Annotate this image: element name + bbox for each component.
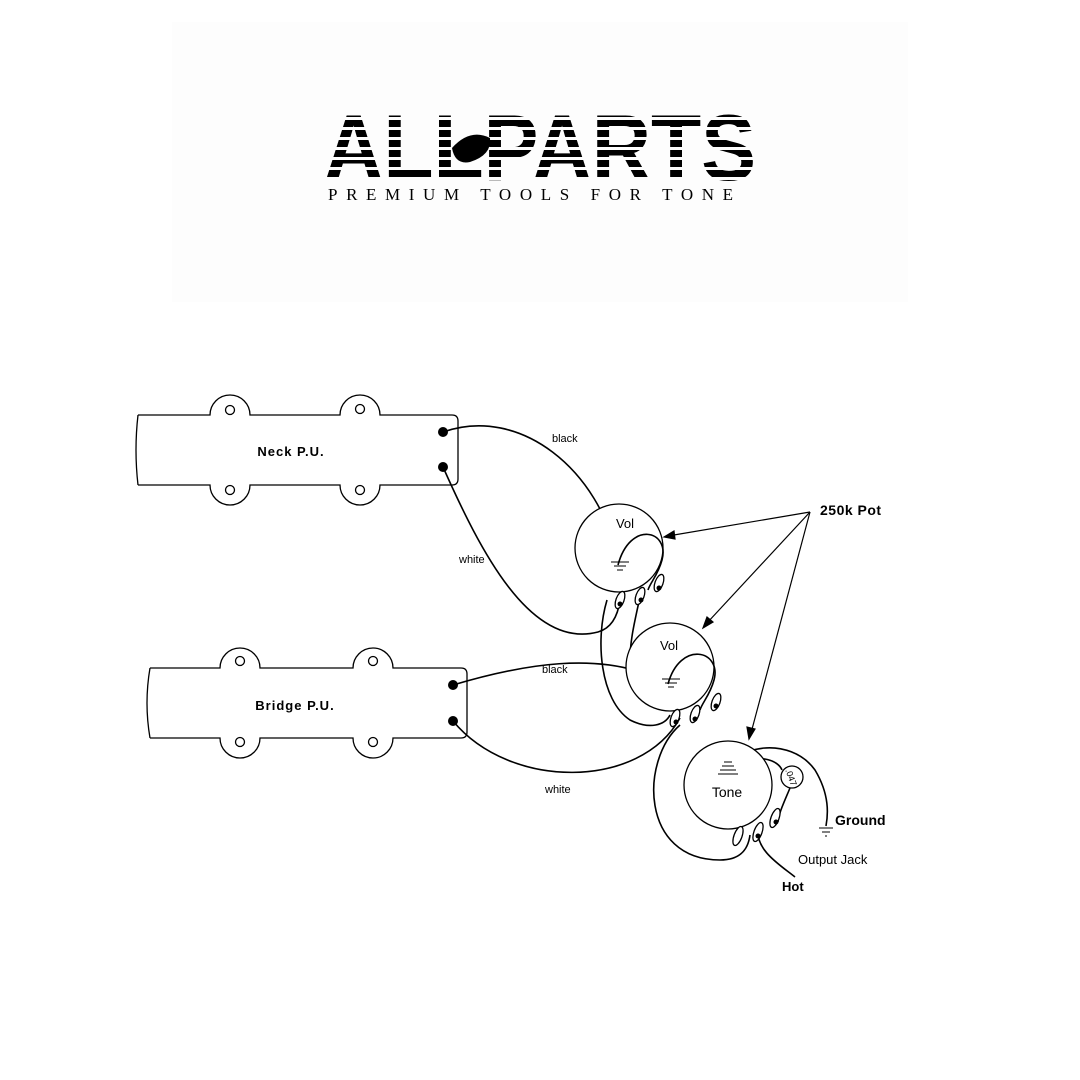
vol-bridge-pot: Vol [625, 622, 722, 728]
mounting-hole [224, 484, 236, 496]
mounting-hole [234, 736, 246, 748]
pot-callout-label: 250k Pot [820, 502, 882, 518]
mounting-hole [234, 655, 246, 667]
guitar-pick-icon [452, 134, 491, 163]
mounting-hole [367, 655, 379, 667]
logo-brand: ALLPARTS [324, 95, 756, 200]
neck-pickup: Neck P.U. [135, 394, 459, 506]
pot-callout-arrows [662, 511, 811, 741]
ground-label: Ground [835, 812, 886, 828]
wire-label-bridge-white: white [544, 784, 571, 796]
vol-bridge-label: Vol [660, 638, 678, 653]
mounting-hole [367, 736, 379, 748]
pot-lug [732, 825, 744, 847]
ground-symbol-icon [611, 561, 629, 571]
allparts-logo: ALLPARTS PREMIUM TOOLS FOR TONE [324, 95, 756, 204]
pot-lug [614, 590, 626, 610]
output-jack-label: Output Jack [798, 852, 868, 867]
ground-symbol-icon [662, 678, 680, 688]
wire-label-bridge-black: black [542, 664, 568, 676]
ground-symbol-icon [819, 827, 833, 837]
vol-neck-pot: Vol [574, 503, 665, 610]
pot-lug [653, 573, 665, 593]
mounting-hole [354, 484, 366, 496]
mounting-hole [224, 404, 236, 416]
pot-lug [769, 807, 781, 829]
pot-lug [689, 704, 701, 724]
bridge-pickup-label: Bridge P.U. [255, 698, 334, 713]
ground-symbol-icon [718, 761, 738, 775]
bridge-pickup: Bridge P.U. [146, 647, 468, 759]
pot-lug [669, 708, 681, 728]
mounting-hole [354, 403, 366, 415]
logo-panel [172, 22, 908, 302]
vol-neck-label: Vol [616, 516, 634, 531]
wire-label-neck-white: white [458, 554, 485, 566]
hot-label: Hot [782, 879, 804, 894]
pot-lug [752, 821, 764, 843]
tone-pot: Tone [683, 740, 781, 847]
pot-lug [710, 692, 722, 712]
capacitor: .047 [780, 765, 804, 789]
logo-tagline: PREMIUM TOOLS FOR TONE [328, 185, 740, 204]
wire-label-neck-black: black [552, 433, 578, 445]
tone-label: Tone [712, 784, 743, 800]
neck-pickup-label: Neck P.U. [257, 444, 324, 459]
pot-lug [634, 586, 646, 606]
